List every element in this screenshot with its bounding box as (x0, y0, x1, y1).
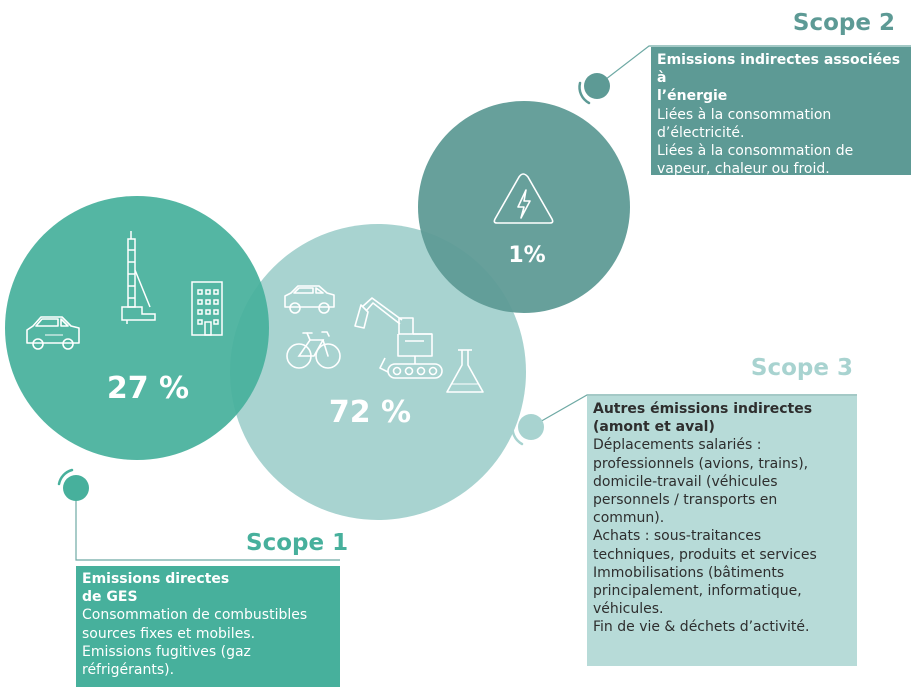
scope3-body-line: Immobilisations (bâtiments (593, 564, 785, 581)
scope3-circle (230, 224, 526, 520)
scope2-body-line: Liées à la consommation (657, 106, 832, 123)
scope1-marker (57, 468, 89, 501)
car-icon (284, 285, 335, 314)
scope3-body-line: Achats : sous-traitances (593, 528, 762, 545)
scope2-body-line: d’électricité. (657, 124, 745, 141)
scope3-body-line: Fin de vie & déchets d’activité. (593, 619, 810, 636)
scope2-body-line: Liées à la consommation de (657, 143, 854, 160)
scope2-percent: 1% (508, 243, 545, 268)
scope3-body-line: domicile-travail (véhicules (593, 473, 778, 490)
connector-lines (75, 45, 911, 561)
scope1-body: Consommation de combustibles sources fix… (82, 606, 334, 679)
scope1-connector (75, 493, 340, 561)
scope3-body: Déplacements salariés : professionnels (… (593, 436, 851, 636)
scope1-body-line: Emissions fugitives (gaz (82, 643, 251, 660)
scope3-heading: Autres émissions indirectes (amont et av… (593, 400, 851, 436)
scope3-body-line: personnels / transports en (593, 492, 778, 509)
scope3-percent: 72 % (329, 395, 411, 430)
scope2-body-line: vapeur, chaleur ou froid. (657, 161, 830, 178)
scope1-percent: 27 % (107, 371, 189, 406)
scope3-heading-line: Autres émissions indirectes (593, 401, 813, 417)
bicycle-icon (286, 331, 341, 369)
scope3-body-line: principalement, informatique, (593, 583, 802, 600)
scope2-connector (596, 45, 911, 87)
lightning-warning-icon (493, 173, 554, 224)
scope1-circle (5, 196, 269, 460)
scope3-body-line: Déplacements salariés : (593, 437, 762, 454)
flask-icon (446, 349, 484, 393)
scope3-title: Scope 3 (750, 355, 853, 381)
scope1-title: Scope 1 (246, 530, 349, 556)
scope3-connector (530, 394, 857, 428)
building-icon (191, 281, 223, 336)
scope1-body-line: sources fixes et mobiles. (82, 625, 256, 642)
scope3-heading-line: (amont et aval) (593, 419, 715, 436)
scope1-heading-line: Emissions directes (82, 571, 230, 587)
excavator-icon (354, 297, 443, 379)
scope3-body-line: techniques, produits et services (593, 546, 817, 563)
scope2-description-box: Emissions indirectes associées à l’énerg… (651, 47, 911, 177)
scope1-body-line: Consommation de combustibles (82, 607, 308, 624)
scope3-description-box: Autres émissions indirectes (amont et av… (587, 396, 857, 666)
car-icon (26, 316, 80, 350)
scope2-marker (578, 73, 610, 105)
scope1-heading-line: de GES (82, 589, 138, 606)
scope2-heading-line: Emissions indirectes associées à (657, 52, 901, 87)
scope1-heading: Emissions directes de GES (82, 570, 334, 606)
scope3-body-line: véhicules. (593, 601, 664, 618)
scope2-heading: Emissions indirectes associées à l’énerg… (657, 51, 905, 106)
scope2-title: Scope 2 (792, 10, 895, 36)
scope2-heading-line: l’énergie (657, 88, 728, 105)
scope2-body: Liées à la consommation d’électricité. L… (657, 106, 905, 179)
scope1-description-box: Emissions directes de GES Consommation d… (76, 566, 340, 687)
scope1-body-line: réfrigérants). (82, 662, 175, 679)
drilling-rig-icon (121, 231, 156, 324)
scope3-body-line: professionnels (avions, trains), (593, 455, 809, 472)
scope3-body-line: commun). (593, 510, 665, 527)
